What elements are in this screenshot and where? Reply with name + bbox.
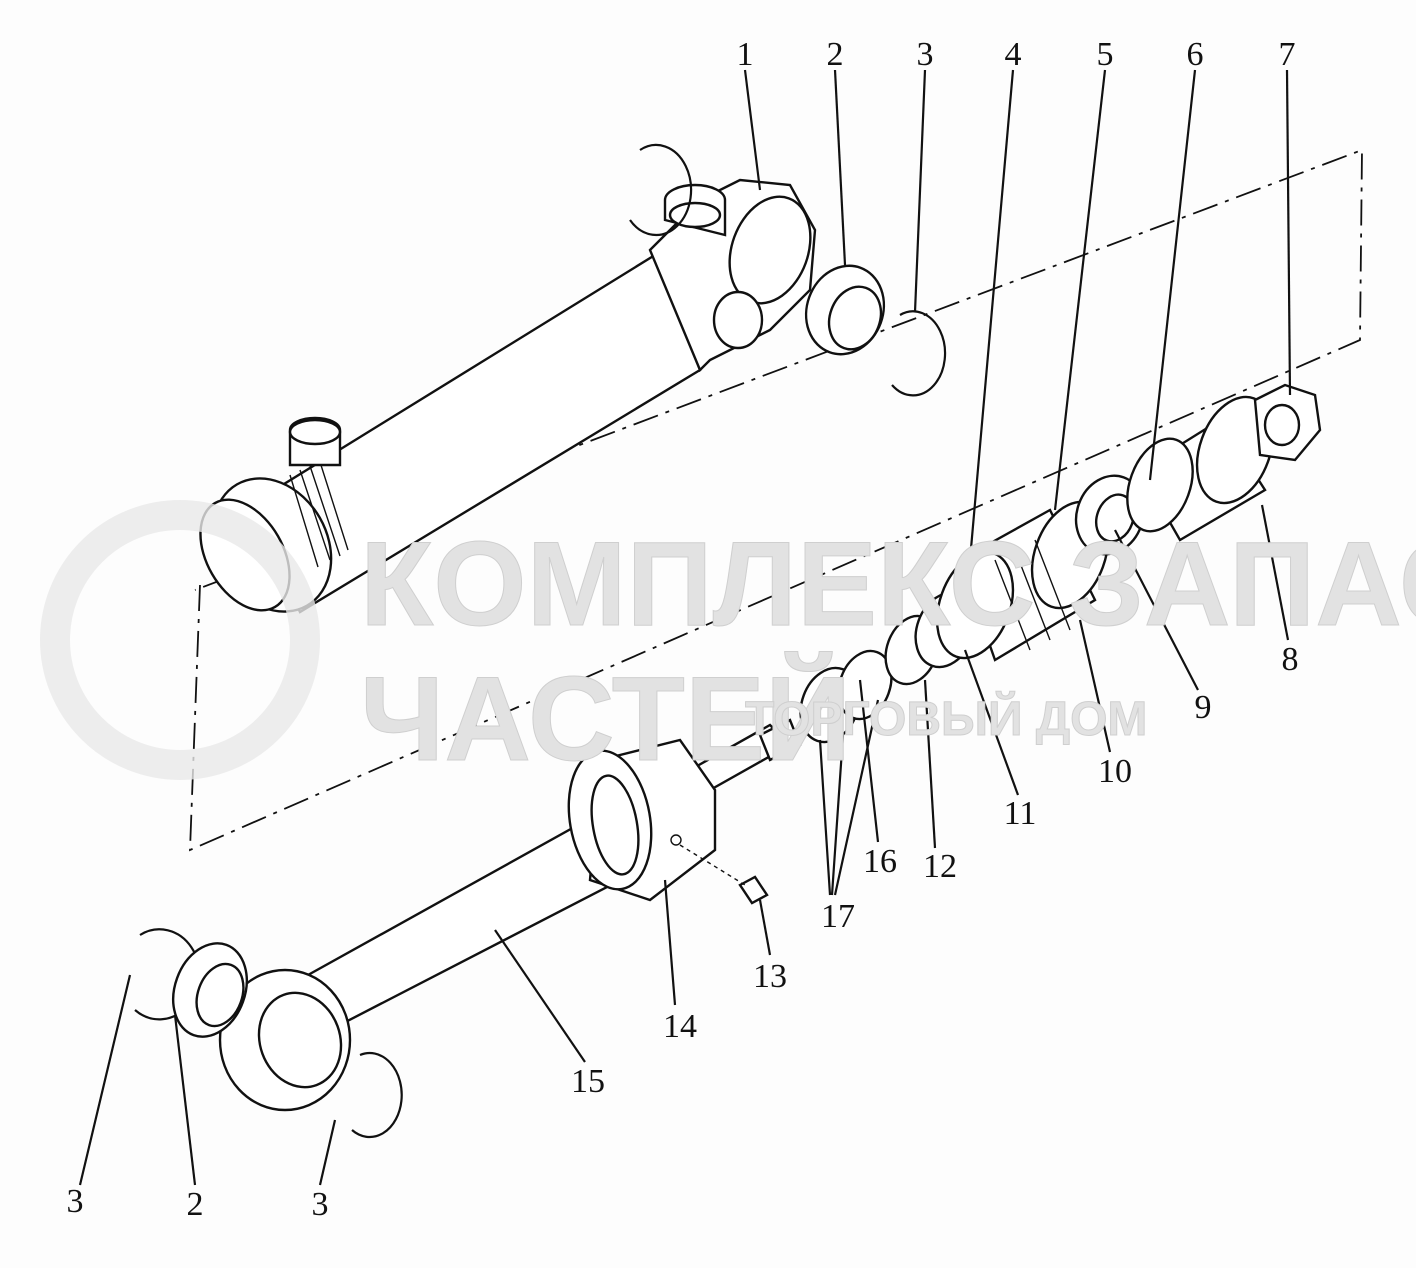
retaining-ring-top-right xyxy=(891,310,947,397)
bushing-bottom xyxy=(172,942,248,1038)
piston-rod xyxy=(218,718,802,1112)
callout-11: 11 xyxy=(1004,795,1037,832)
callout-9: 9 xyxy=(1195,689,1212,726)
callout-6: 6 xyxy=(1187,36,1204,73)
callout-1: 1 xyxy=(737,36,754,73)
watermark-line1: КОМПЛЕКС ЗАПАСНЫХ xyxy=(360,517,1416,651)
retaining-ring-bottom-right xyxy=(351,1051,403,1139)
callout-16: 16 xyxy=(863,843,897,880)
bushing-top xyxy=(804,264,886,356)
watermark-line3: ТОРГОВЫЙ ДОМ xyxy=(745,691,1147,746)
callout-4: 4 xyxy=(1005,36,1022,73)
callout-2: 2 xyxy=(827,36,844,73)
seals-and-piston xyxy=(799,383,1322,744)
watermark: КОМПЛЕКС ЗАПАСНЫХ ЧАСТЕЙ ТОРГОВЫЙ ДОМ xyxy=(40,500,1416,787)
callout-2-bottom: 2 xyxy=(187,1186,204,1223)
callout-7: 7 xyxy=(1279,36,1296,73)
callout-8: 8 xyxy=(1282,641,1299,678)
cylinder-barrel xyxy=(199,178,817,614)
callout-10: 10 xyxy=(1098,753,1132,790)
callout-3: 3 xyxy=(917,36,934,73)
callout-13: 13 xyxy=(753,958,787,995)
callout-15: 15 xyxy=(571,1063,605,1100)
callout-5: 5 xyxy=(1097,36,1114,73)
callout-14: 14 xyxy=(663,1008,697,1045)
cylinder-gland xyxy=(567,738,717,902)
assembly-axis-line xyxy=(189,148,1363,852)
retaining-ring-top-left xyxy=(629,143,693,237)
callout-3-bottom-right: 3 xyxy=(312,1186,329,1223)
callout-12: 12 xyxy=(923,848,957,885)
callout-17: 17 xyxy=(821,898,855,935)
leader-lines xyxy=(78,69,1292,1186)
watermark-gear-icon xyxy=(40,500,320,780)
grease-nipple xyxy=(738,875,769,905)
callout-labels: 1 2 3 4 5 6 7 8 9 10 11 12 16 17 13 14 1… xyxy=(67,36,1299,1223)
watermark-line2: ЧАСТЕЙ xyxy=(360,650,851,786)
callout-3-bottom-left: 3 xyxy=(67,1183,84,1220)
